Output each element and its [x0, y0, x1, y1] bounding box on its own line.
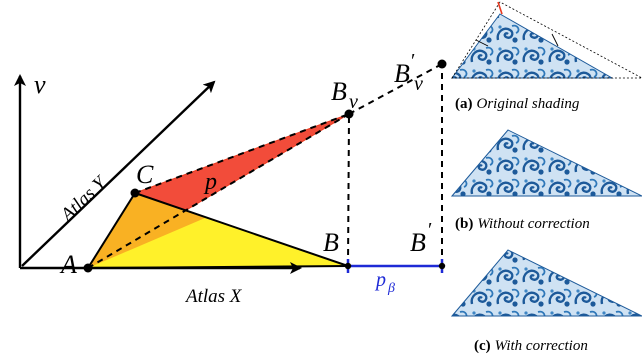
- point-bv-label: B: [331, 77, 347, 106]
- atlas-x-label: Atlas X: [184, 286, 243, 307]
- point-bvprime-mark: ′: [411, 50, 415, 72]
- panel-b-text: Without correction: [477, 216, 589, 232]
- panel-c: (c)With correction: [450, 249, 642, 354]
- point-a-label: A: [59, 250, 77, 279]
- panel-a: (a)Original shading: [451, 1, 642, 112]
- panel-c-text: With correction: [495, 338, 588, 354]
- point-c-label: C: [136, 160, 154, 189]
- panel-a-letter: (a): [455, 96, 473, 112]
- atlas-y-axis: [21, 80, 216, 267]
- point-b-label: B: [323, 228, 339, 257]
- atlas-y-label: Atlas Y: [55, 171, 112, 227]
- point-bprime-dot: [438, 262, 446, 270]
- edge-a-c: [87, 192, 136, 269]
- point-c-dot: [130, 188, 140, 198]
- point-bvprime-sub: v: [414, 73, 423, 95]
- panel-a-texture: [451, 13, 614, 79]
- panel-c-texture: [450, 249, 642, 317]
- dashed-b-bv: [347, 113, 350, 267]
- panel-b-letter: (b): [455, 216, 473, 232]
- point-bvprime-label: B: [394, 59, 410, 88]
- p-beta-label: p: [374, 269, 386, 291]
- point-bv-sub: v: [349, 91, 358, 113]
- point-bvprime-dot: [437, 59, 447, 69]
- point-bprime-mark: ′: [428, 219, 432, 241]
- panel-b-caption: (b)Without correction: [455, 216, 590, 232]
- p-label: p: [203, 169, 217, 195]
- point-bprime-label: B: [410, 228, 426, 257]
- panel-b: (b)Without correction: [450, 129, 642, 232]
- panel-c-caption: (c)With correction: [474, 338, 588, 354]
- edge-c-b: [134, 192, 349, 267]
- point-b-dot: [344, 262, 352, 270]
- panel-b-texture: [450, 129, 642, 197]
- edge-a-b: [87, 265, 349, 269]
- panel-a-arrow2: [551, 33, 559, 47]
- panel-a-arrow1: [475, 39, 489, 47]
- panel-a-caption: (a)Original shading: [455, 96, 580, 112]
- axis-v-label: v: [34, 70, 46, 99]
- p-beta-sub: β: [387, 281, 395, 296]
- panel-c-letter: (c): [474, 338, 491, 354]
- yellow-overlap: [88, 193, 205, 268]
- panel-a-text: Original shading: [477, 96, 580, 112]
- point-a-dot: [83, 263, 93, 273]
- panel-a-red-mark: [497, 1, 503, 15]
- point-bv-dot: [344, 109, 354, 119]
- dashed-c-bv: [134, 113, 350, 194]
